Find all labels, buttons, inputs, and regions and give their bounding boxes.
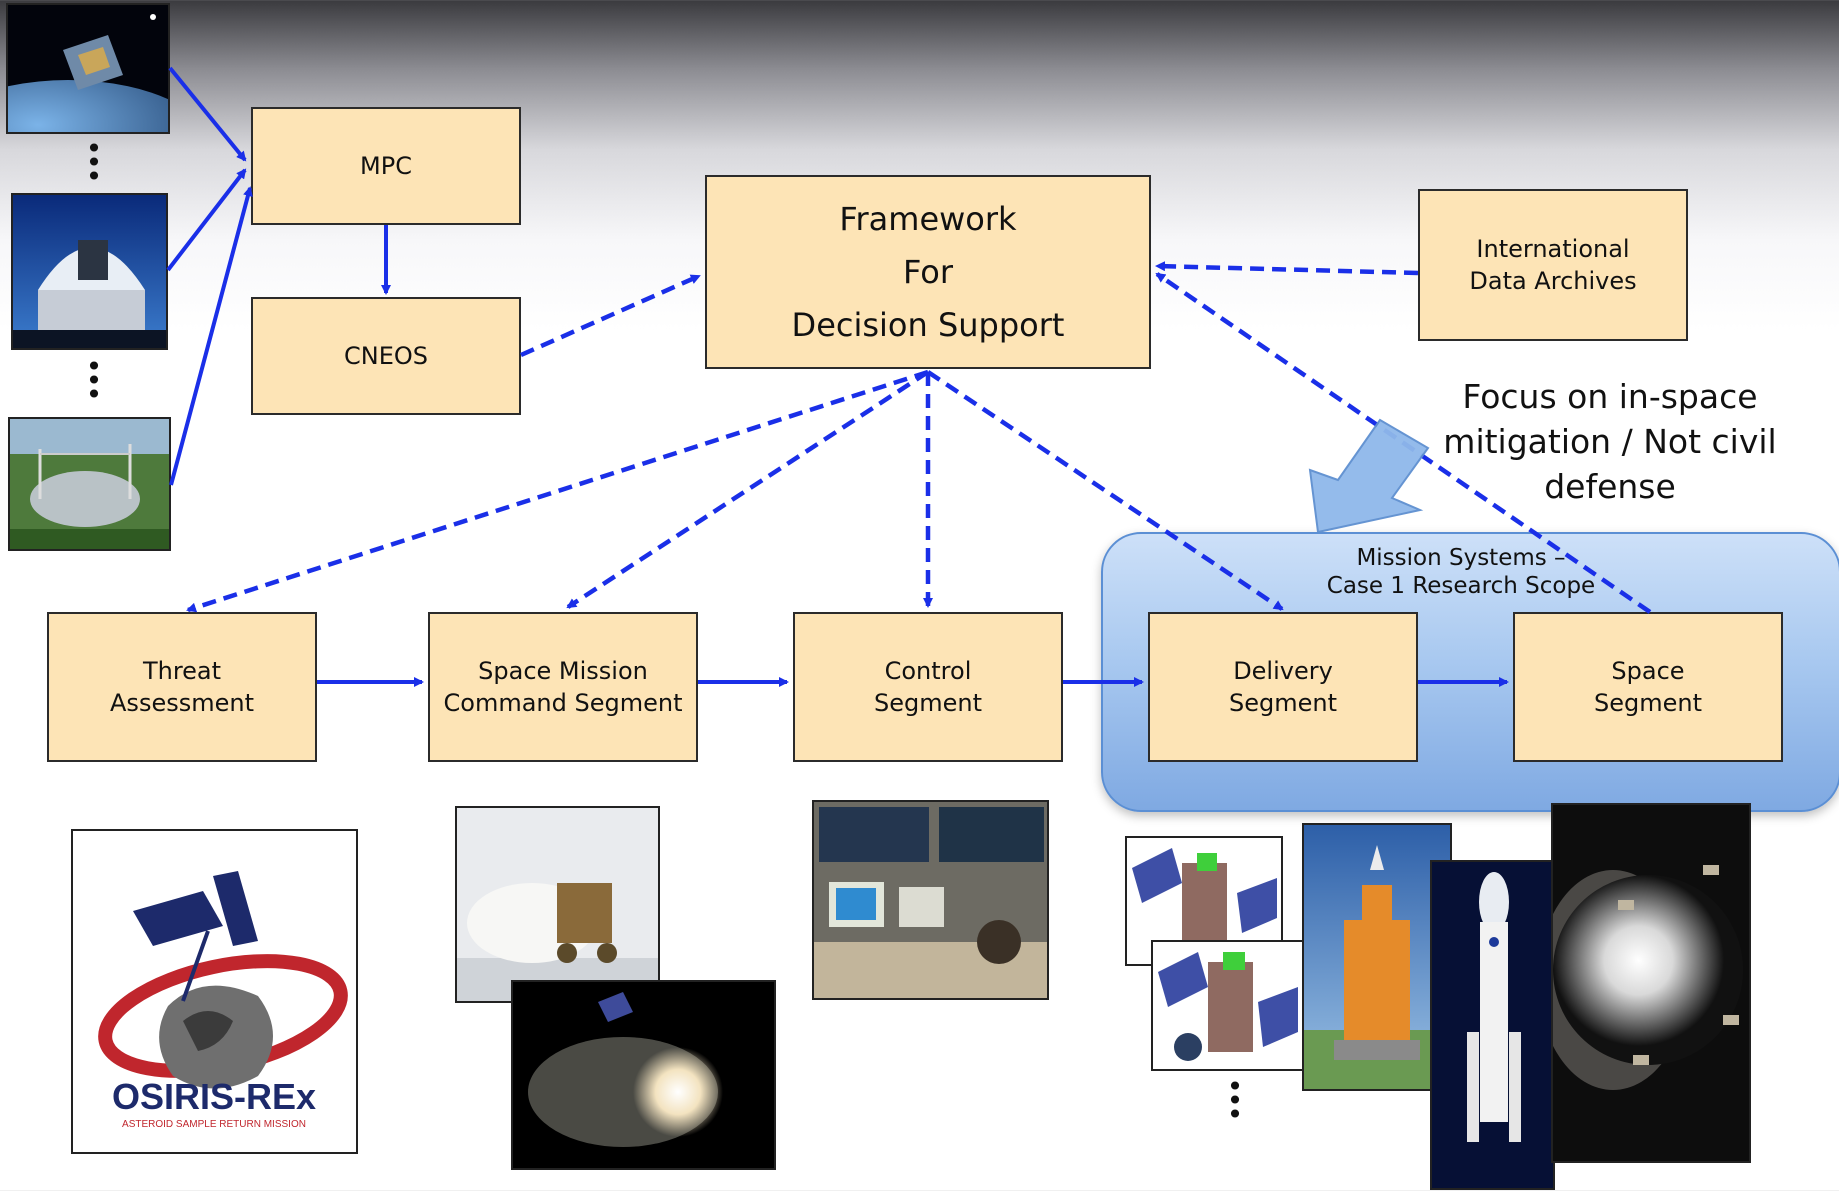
threat-line-2: Assessment (110, 689, 254, 717)
radio-telescope-image (8, 417, 171, 551)
ariane-rocket-image (1430, 860, 1555, 1190)
arrow-telescope-to-mpc (168, 66, 247, 162)
international-data-archives-box: International Data Archives (1418, 189, 1688, 341)
mission-systems-title: Mission Systems – Case 1 Research Scope (1101, 544, 1821, 600)
command-line-1: Space Mission (478, 657, 648, 685)
asteroid-impact-image (511, 980, 776, 1170)
delivery-line-1: Delivery (1233, 657, 1333, 685)
observatory-dome-image (11, 193, 168, 350)
spacecraft-render-2 (1151, 940, 1306, 1071)
region-title-line-2: Case 1 Research Scope (1326, 573, 1596, 599)
vertical-ellipsis-icon: ••• (85, 132, 103, 193)
framework-line-1: Framework (839, 199, 1017, 238)
delivery-line-2: Segment (1229, 689, 1337, 717)
callout-arrow-icon (1308, 418, 1430, 534)
asteroid-deflection-image (1551, 803, 1751, 1163)
osiris-rex-logo: OSIRIS-REx ASTEROID SAMPLE RETURN MISSIO… (71, 829, 358, 1154)
framework-box: Framework For Decision Support (705, 175, 1151, 369)
focus-callout-text: Focus on in-space mitigation / Not civil… (1430, 374, 1790, 509)
archives-line-1: International (1476, 235, 1630, 263)
vertical-ellipsis-icon: ••• (85, 350, 103, 411)
space-mission-command-segment-box: Space Mission Command Segment (428, 612, 698, 762)
heavy-launch-vehicle-image (1302, 823, 1452, 1091)
space-segment-box: Space Segment (1513, 612, 1783, 762)
cneos-label: CNEOS (344, 342, 428, 370)
mpc-label: MPC (360, 152, 412, 180)
archives-line-2: Data Archives (1469, 267, 1637, 295)
callout-line-3: defense (1544, 467, 1676, 506)
logo-name: OSIRIS-REx (112, 1076, 316, 1117)
threat-line-1: Threat (142, 657, 222, 685)
framework-line-3: Decision Support (791, 305, 1065, 344)
space-line-2: Segment (1594, 689, 1702, 717)
cneos-box: CNEOS (251, 297, 521, 415)
control-segment-box: Control Segment (793, 612, 1063, 762)
delivery-segment-box: Delivery Segment (1148, 612, 1418, 762)
logo-tagline: ASTEROID SAMPLE RETURN MISSION (122, 1119, 306, 1130)
mission-control-room-photo (812, 800, 1049, 1000)
arrow-radio-to-mpc (169, 186, 253, 486)
command-line-2: Command Segment (443, 689, 683, 717)
callout-line-2: mitigation / Not civil (1443, 422, 1777, 461)
control-line-2: Segment (874, 689, 982, 717)
region-title-line-1: Mission Systems – (1356, 545, 1566, 571)
space-telescope-image (6, 3, 170, 134)
threat-assessment-box: Threat Assessment (47, 612, 317, 762)
control-line-1: Control (884, 657, 972, 685)
framework-line-2: For (903, 252, 953, 291)
dashed-cneos-to-framework (520, 273, 701, 358)
dashed-framework-to-command (566, 370, 930, 609)
dashed-archives-to-framework (1155, 261, 1419, 276)
callout-line-1: Focus on in-space (1462, 377, 1758, 416)
mpc-box: MPC (251, 107, 521, 225)
arrow-dome-to-mpc (166, 168, 247, 272)
vertical-ellipsis-icon: ••• (1226, 1070, 1244, 1131)
impactor-spacecraft-photo (455, 806, 660, 1003)
space-line-1: Space (1611, 657, 1685, 685)
